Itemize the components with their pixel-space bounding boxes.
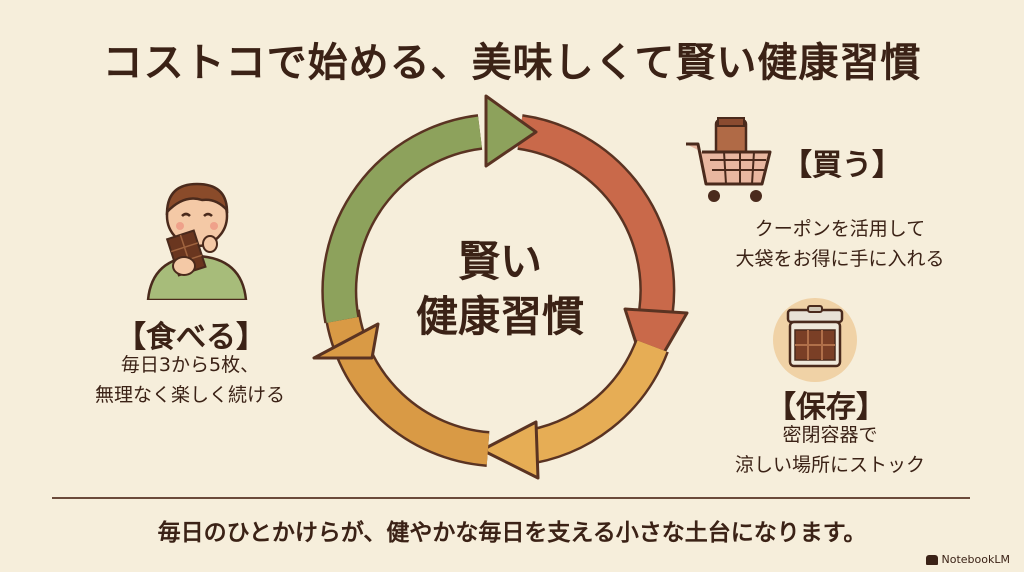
step-eat-desc-line1: 毎日3から5枚、 [120,354,260,376]
step-buy-description: クーポンを活用して 大袋をお得に手に入れる [690,214,990,274]
step-buy-label: 【買う】 [782,148,902,183]
step-buy-desc-line2: 大袋をお得に手に入れる [735,248,945,270]
cycle-arrowhead-amber-1 [480,420,540,480]
storage-container-icon [773,298,857,382]
brand-name: NotebookLM [941,553,1010,566]
notebooklm-logo-icon [925,554,938,565]
cycle-arrowhead-amber-2 [312,322,380,360]
step-buy-desc-line1: クーポンを活用して [754,218,926,240]
step-eat-label: 【食べる】 [116,320,266,355]
center-label-line1: 賢い [457,237,542,286]
cycle-diagram [312,94,689,480]
step-eat-description: 毎日3から5枚、 無理なく楽しく続ける [60,350,320,410]
center-label-line2: 健康習慣 [415,292,584,341]
footer-divider [52,497,970,499]
page-title: コストコで始める、美味しくて賢い健康習慣 [102,40,922,86]
person-eating-chocolate-icon [146,182,248,300]
step-store-desc-line1: 密閉容器で [782,424,878,446]
step-store-desc-line2: 涼しい場所にストック [734,454,925,476]
brand-badge: NotebookLM [925,553,1010,566]
shopping-cart-icon [686,117,772,202]
step-store-description: 密閉容器で 涼しい場所にストック [690,420,970,480]
cycle-arrowhead-green [484,94,538,168]
step-store-label: 【保存】 [766,390,886,425]
footer-text: 毎日のひとかけらが、健やかな毎日を支える小さな土台になります。 [157,520,867,546]
step-eat-desc-line2: 無理なく楽しく続ける [94,384,285,406]
